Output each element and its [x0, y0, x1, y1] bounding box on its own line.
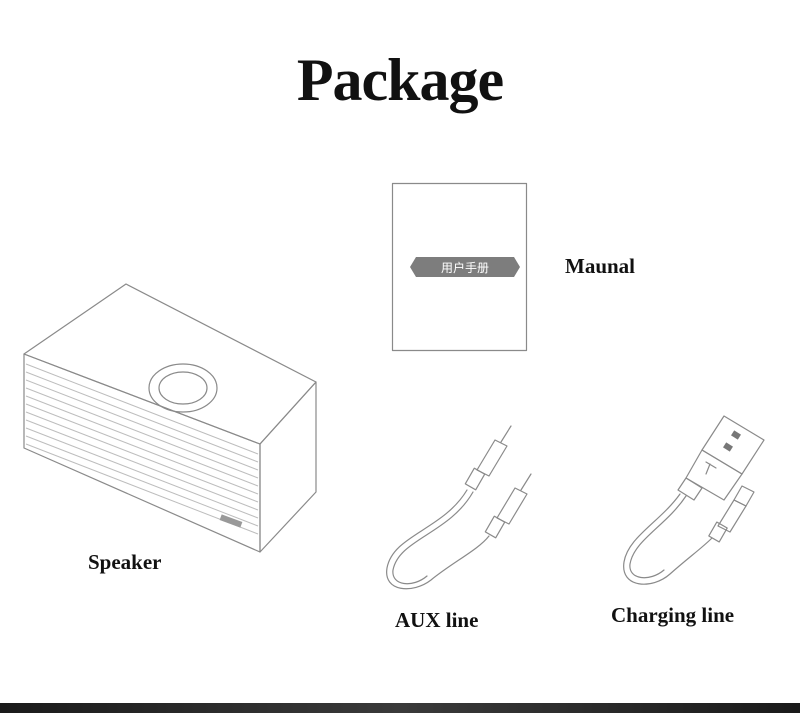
- usb-c-plug: [708, 485, 755, 543]
- aux-cable-icon: [386, 425, 532, 590]
- charging-label: Charging line: [611, 603, 735, 627]
- usb-cable-icon: [623, 415, 765, 585]
- speaker-badge: [219, 514, 243, 528]
- aux-jack-top: [464, 425, 512, 491]
- page-title: Package: [296, 47, 504, 113]
- usb-a-plug: [677, 415, 765, 501]
- speaker-knob-outer: [148, 363, 218, 413]
- manual-cover-badge: [410, 257, 520, 277]
- aux-jack-bottom: [484, 473, 532, 539]
- speaker-knob-inner: [158, 371, 208, 405]
- manual-label: Maunal: [565, 254, 636, 278]
- speaker-icon: [23, 283, 317, 553]
- manual-book-icon: 用户手册: [391, 182, 528, 352]
- aux-label: AUX line: [395, 608, 479, 632]
- manual-cover-text: 用户手册: [441, 260, 489, 275]
- speaker-label: Speaker: [88, 550, 162, 574]
- bottom-dark-bar: [0, 703, 800, 713]
